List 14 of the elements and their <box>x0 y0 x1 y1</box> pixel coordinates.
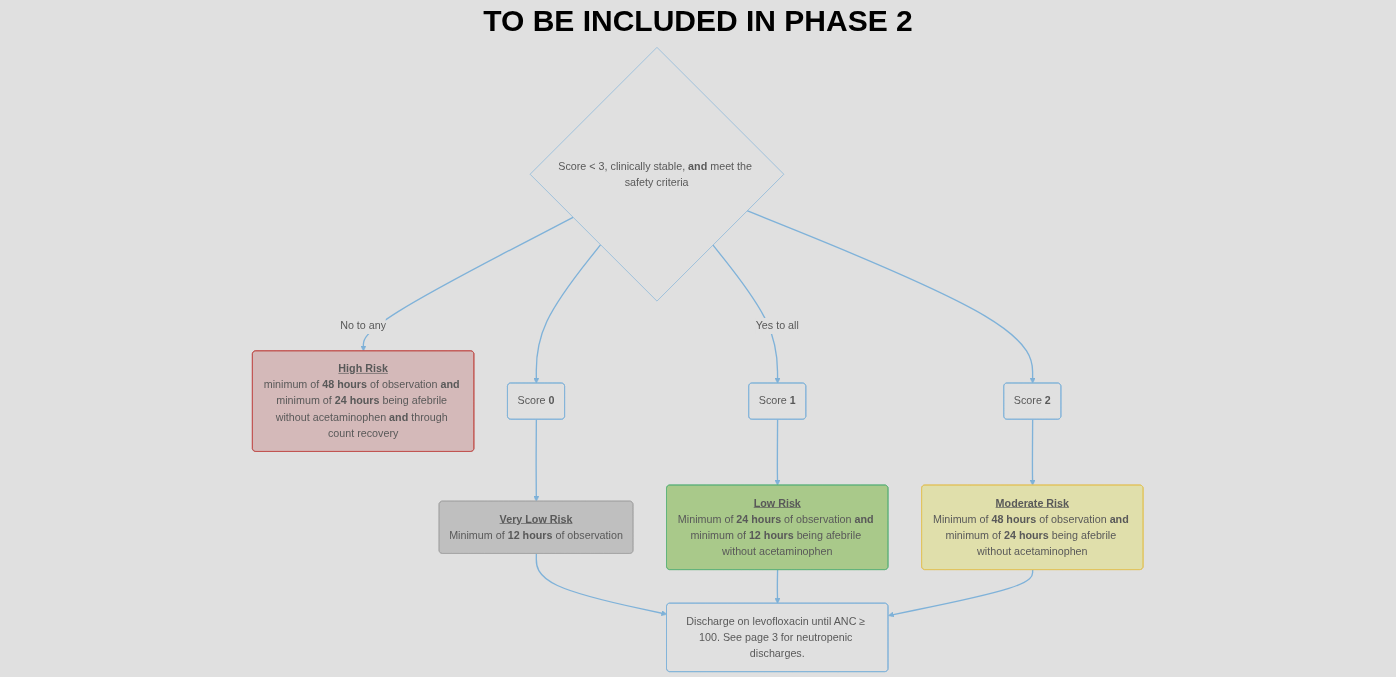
arrow <box>888 569 1034 618</box>
arrow <box>712 244 781 384</box>
arrow <box>774 569 781 604</box>
arrow <box>535 553 668 617</box>
arrow <box>360 216 574 352</box>
arrow <box>533 418 540 502</box>
arrow <box>1029 418 1036 486</box>
edge-label: No to any <box>340 319 387 332</box>
stamp-note: TO BE INCLUDED IN PHASE 2 <box>483 4 913 38</box>
arrow <box>533 244 602 384</box>
arrow <box>746 210 1036 384</box>
node-diamond: Score < 3, clinically stable, and meet the safety criteria <box>530 47 785 302</box>
edge-label: Yes to all <box>755 319 800 332</box>
arrow <box>774 418 781 486</box>
